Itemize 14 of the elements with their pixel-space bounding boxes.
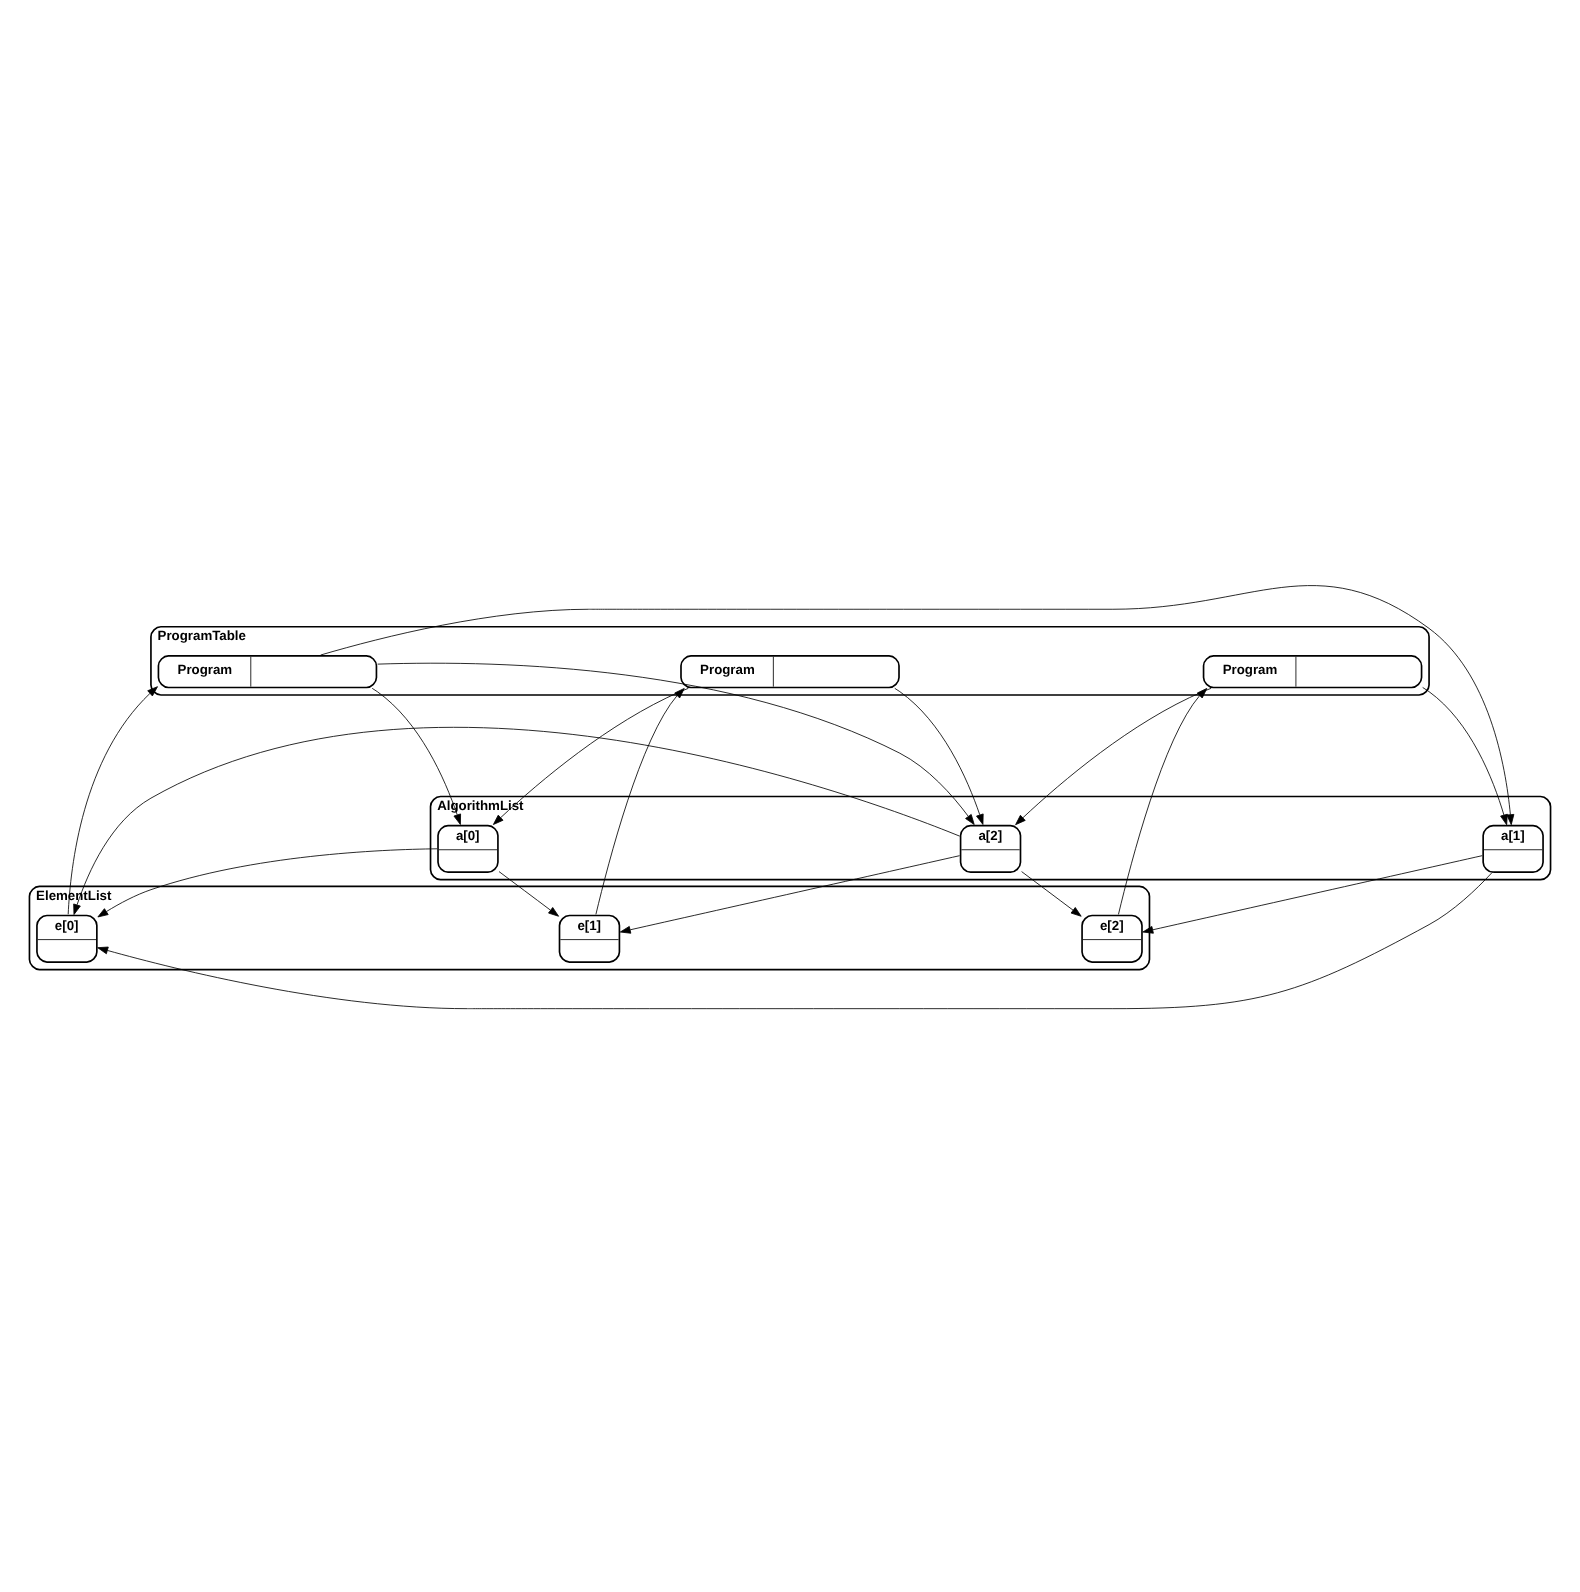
arrow (1142, 854, 1483, 933)
arrow (97, 847, 438, 917)
arrow (73, 725, 960, 914)
arrow (97, 871, 1493, 1009)
arrow (67, 685, 158, 914)
arrow (498, 870, 560, 916)
arrow (1422, 686, 1508, 825)
arrow (619, 854, 961, 933)
arrow (377, 661, 975, 824)
arrow (595, 687, 685, 914)
arrow (1021, 870, 1082, 916)
arrow (371, 686, 461, 824)
arrow (492, 686, 689, 824)
arrow (894, 686, 984, 824)
